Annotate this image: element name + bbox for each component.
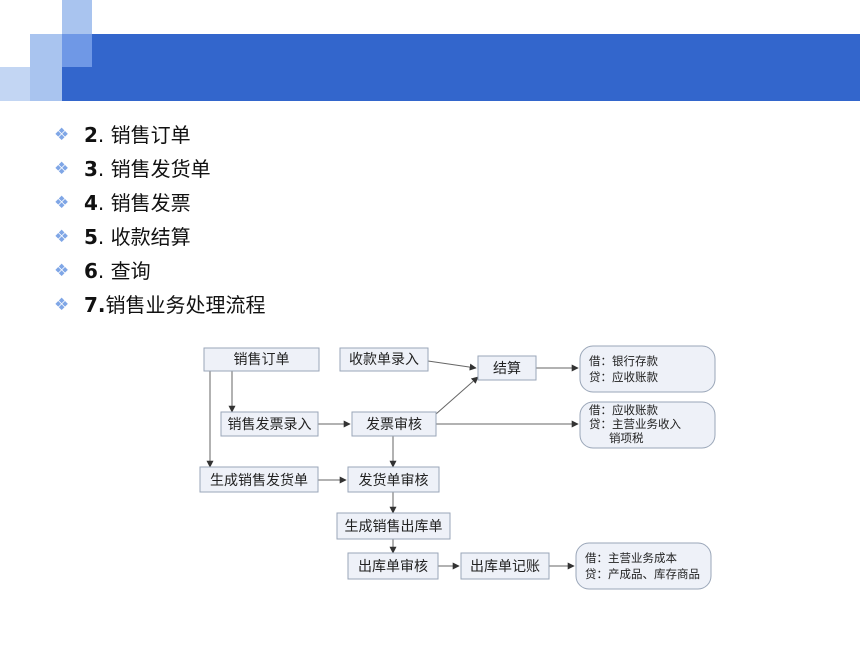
bullet-number: 2 [84, 123, 98, 147]
bullet-item: ❖5. 收款结算 [54, 220, 266, 254]
node-invoice-entry: 销售发票录入 [220, 411, 319, 437]
flow-arrow [427, 360, 477, 371]
bullet-number: 3 [84, 157, 98, 181]
note-line: 贷：产成品、库存商品 [585, 567, 700, 581]
flow-arrow [435, 376, 479, 415]
decor-square [30, 67, 62, 101]
node-receipt-entry: 收款单录入 [339, 347, 429, 372]
note-line: 贷：应收账款 [589, 370, 658, 384]
bullet-list: ❖2. 销售订单 ❖3. 销售发货单 ❖4. 销售发票 ❖5. 收款结算 ❖6.… [54, 118, 266, 322]
bullet-text: 销售发票 [110, 191, 191, 215]
node-outbound-posting: 出库单记账 [460, 552, 550, 580]
node-label: 出库单审核 [358, 559, 428, 575]
decor-square [0, 67, 30, 101]
diamond-bullet-icon: ❖ [54, 295, 70, 315]
note-cost: 借：主营业务成本 贷：产成品、库存商品 [575, 542, 712, 590]
diamond-bullet-icon: ❖ [54, 261, 70, 281]
node-invoice-audit: 发票审核 [351, 411, 437, 437]
node-delivery-audit: 发货单审核 [347, 466, 440, 493]
bullet-item: ❖ 7.销售业务处理流程 [54, 288, 266, 322]
note-line: 借：银行存款 [589, 354, 658, 368]
bullet-item: ❖4. 销售发票 [54, 186, 266, 220]
node-generate-outbound: 生成销售出库单 [336, 512, 451, 540]
bullet-number: 5 [84, 225, 98, 249]
bullet-text: 销售发货单 [110, 157, 211, 181]
bullet-text: 收款结算 [110, 225, 191, 249]
diamond-bullet-icon: ❖ [54, 125, 70, 145]
node-label: 发票审核 [366, 417, 422, 433]
diamond-bullet-icon: ❖ [54, 193, 70, 213]
node-sales-order: 销售订单 [203, 347, 320, 372]
note-bank-deposit: 借：银行存款 贷：应收账款 [579, 345, 716, 393]
bullet-item: ❖3. 销售发货单 [54, 152, 266, 186]
bullet-number: 4 [84, 191, 98, 215]
node-outbound-audit: 出库单审核 [347, 552, 439, 580]
note-line: 借：应收账款 [589, 403, 658, 417]
node-label: 销售订单 [234, 352, 290, 368]
decor-square [62, 34, 92, 67]
note-line: 销项税 [609, 431, 644, 445]
bullet-text: 销售订单 [110, 123, 191, 147]
decor-square [30, 34, 62, 67]
node-label: 结算 [493, 361, 521, 377]
decor-square [62, 0, 92, 34]
bullet-text: 查询 [110, 259, 151, 283]
note-line: 贷：主营业务收入 [589, 417, 681, 431]
bullet-number: 6 [84, 259, 98, 283]
node-label: 生成销售发货单 [210, 472, 308, 489]
node-label: 收款单录入 [349, 352, 419, 368]
node-label: 销售发票录入 [228, 417, 312, 433]
header-banner [60, 34, 860, 101]
node-label: 发货单审核 [359, 472, 429, 489]
node-label: 出库单记账 [470, 559, 540, 575]
bullet-number: 7. [84, 293, 106, 317]
diamond-bullet-icon: ❖ [54, 159, 70, 179]
bullet-text: 销售业务处理流程 [105, 293, 266, 317]
bullet-item: ❖2. 销售订单 [54, 118, 266, 152]
note-line: 借：主营业务成本 [585, 551, 677, 565]
note-receivable: 借：应收账款 贷：主营业务收入 销项税 [579, 401, 716, 449]
node-label: 生成销售出库单 [345, 519, 443, 535]
node-settlement: 结算 [477, 355, 537, 381]
diamond-bullet-icon: ❖ [54, 227, 70, 247]
bullet-item: ❖6. 查询 [54, 254, 266, 288]
node-generate-delivery: 生成销售发货单 [199, 466, 319, 493]
